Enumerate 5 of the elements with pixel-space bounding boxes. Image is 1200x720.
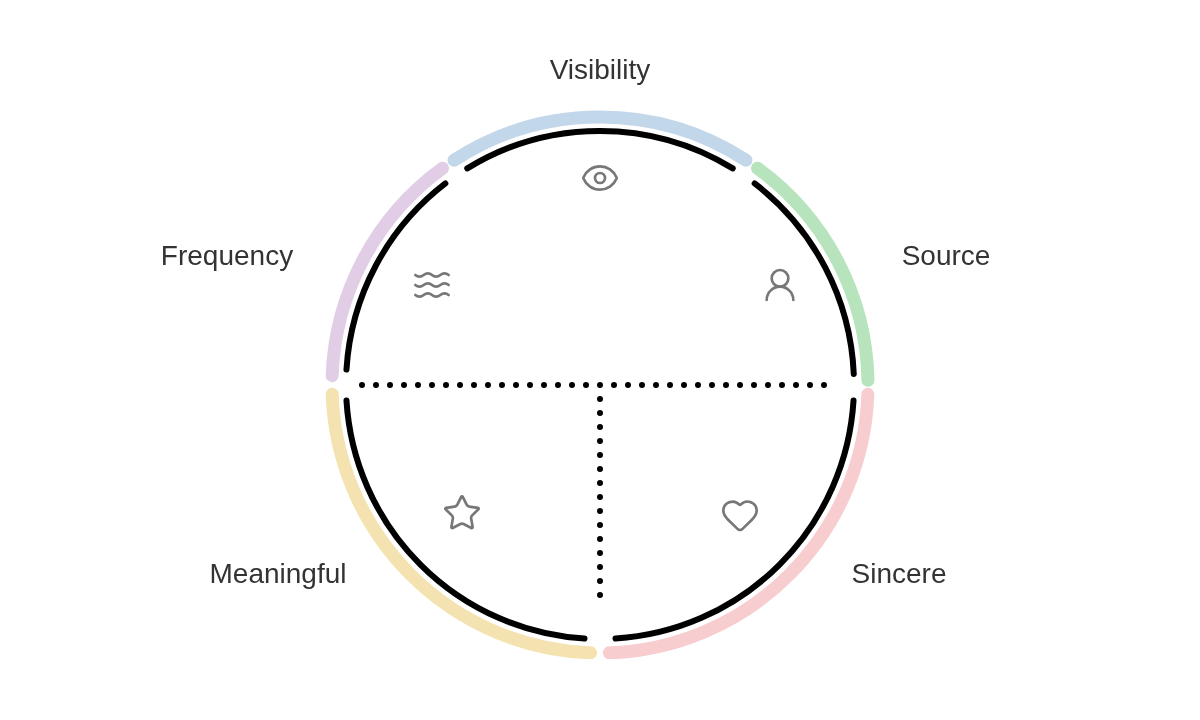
segment-label: Source [901,240,991,272]
segment-label: Frequency [160,240,294,272]
segment-label: Visibility [549,54,651,86]
segment-label: Sincere [851,558,947,590]
segment-label: Meaningful [209,558,347,590]
